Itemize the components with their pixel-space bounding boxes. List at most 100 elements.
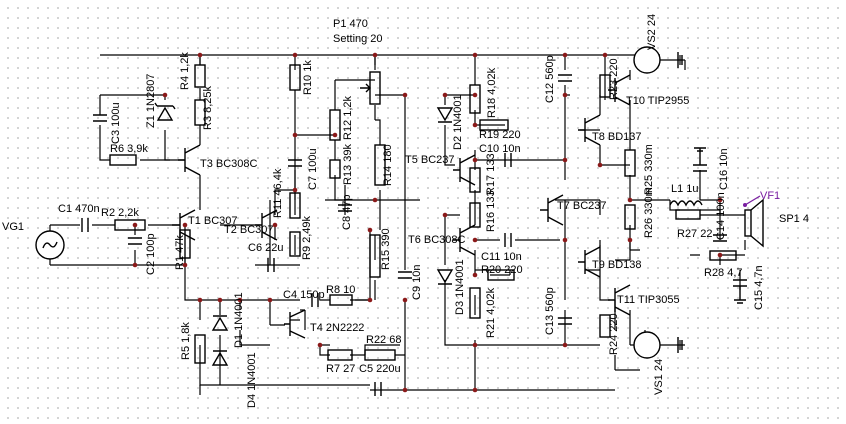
component-labels: VG1 C1 470n R2 2,2k T1 BC307 C2 100p R1 … bbox=[2, 14, 809, 408]
c11-capacitor bbox=[504, 233, 512, 247]
label-r10: R10 1k bbox=[302, 60, 314, 95]
label-t6: T6 BC308C bbox=[408, 234, 466, 246]
t4-transistor bbox=[284, 309, 306, 339]
label-t9: T9 BD138 bbox=[592, 259, 642, 271]
label-c10: C10 10n bbox=[479, 143, 521, 155]
z1-zener bbox=[154, 102, 176, 121]
label-t10: T10 TIP2955 bbox=[626, 95, 689, 107]
label-r5: R5 1,8k bbox=[180, 322, 192, 360]
r11-resistor bbox=[289, 192, 301, 219]
label-c7: C7 100u bbox=[307, 148, 319, 190]
label-r19: R19 220 bbox=[479, 129, 521, 141]
label-r26: R26 330m bbox=[643, 187, 655, 238]
c8-capacitor bbox=[338, 204, 352, 212]
label-t4: T4 2N2222 bbox=[310, 322, 364, 334]
p1-potentiometer bbox=[360, 71, 381, 105]
label-r7: R7 27 bbox=[326, 363, 355, 375]
c12-capacitor bbox=[558, 74, 572, 82]
t8-transistor bbox=[578, 114, 601, 146]
label-r23: R23 220 bbox=[608, 58, 620, 100]
label-r28: R28 4,7 bbox=[704, 267, 743, 279]
r15-resistor bbox=[369, 234, 381, 278]
r3-resistor bbox=[194, 99, 206, 126]
t10-transistor bbox=[608, 74, 631, 106]
label-r17: R17 133 bbox=[485, 153, 497, 195]
t1-transistor bbox=[172, 209, 196, 241]
r5-resistor bbox=[194, 334, 206, 364]
c5-capacitor bbox=[374, 382, 382, 396]
label-vf1: VF1 bbox=[760, 190, 780, 202]
r21-resistor bbox=[469, 287, 481, 319]
c15-capacitor bbox=[733, 279, 747, 304]
t2-transistor bbox=[255, 209, 278, 241]
label-r15: R15 390 bbox=[380, 228, 392, 270]
vs2-source bbox=[633, 46, 683, 74]
label-d2: D2 1N4001 bbox=[452, 94, 464, 150]
d1-diode bbox=[211, 315, 229, 331]
r16-resistor bbox=[469, 202, 481, 228]
label-t1: T1 BC307 bbox=[188, 215, 238, 227]
label-r14: R14 180 bbox=[382, 144, 394, 186]
label-t5: T5 BC237 bbox=[405, 154, 455, 166]
d2-diode bbox=[436, 107, 454, 123]
r28-resistor bbox=[709, 250, 737, 261]
label-r3: R3 8,25k bbox=[202, 85, 214, 130]
c13-capacitor bbox=[558, 317, 572, 325]
label-d4: D4 1N4001 bbox=[246, 352, 258, 408]
c2-capacitor bbox=[128, 237, 142, 245]
label-c14: C14 100n bbox=[715, 192, 727, 240]
label-t3: T3 BC308C bbox=[200, 158, 258, 170]
junction-dots bbox=[132, 52, 723, 393]
label-c13: C13 560p bbox=[544, 287, 556, 335]
c4-capacitor bbox=[311, 293, 319, 307]
label-z1: Z1 1N2807 bbox=[145, 74, 157, 128]
label-vs1: VS1 24 bbox=[653, 359, 665, 395]
label-r24: R24 220 bbox=[608, 313, 620, 355]
vg1-source bbox=[35, 225, 65, 265]
label-c5: C5 220u bbox=[359, 363, 401, 375]
label-vg1: VG1 bbox=[2, 221, 24, 233]
r18-resistor bbox=[469, 84, 481, 114]
r6-resistor bbox=[109, 154, 137, 166]
c14-capacitor bbox=[713, 234, 727, 242]
c7-capacitor bbox=[288, 159, 302, 167]
t6-transistor bbox=[453, 224, 476, 256]
label-r8: R8 10 bbox=[326, 284, 355, 296]
label-r18: R18 4,02k bbox=[486, 67, 498, 118]
r20-resistor bbox=[487, 269, 515, 281]
r4-resistor bbox=[194, 64, 206, 88]
label-r4: R4 1,2k bbox=[179, 52, 191, 90]
c1-capacitor bbox=[81, 218, 89, 232]
label-c6: C6 22u bbox=[248, 242, 283, 254]
label-r6c: R6 3,9k bbox=[110, 143, 148, 155]
r17-resistor bbox=[469, 167, 481, 193]
label-c15: C15 4,7n bbox=[753, 265, 765, 310]
vf1-probe bbox=[743, 195, 761, 207]
label-c16: C16 10n bbox=[718, 148, 730, 190]
label-vs2: VS2 24 bbox=[646, 14, 658, 50]
label-r25: R25 330m bbox=[643, 144, 655, 195]
vs1-source bbox=[633, 331, 683, 359]
r1-resistor bbox=[179, 229, 191, 259]
r12-resistor bbox=[329, 109, 341, 141]
label-r21: R21 4,02k bbox=[485, 287, 497, 338]
label-r2: R2 2,2k bbox=[101, 207, 139, 219]
label-c8: C8 47p bbox=[341, 195, 353, 230]
label-r16: R16 133 bbox=[485, 190, 497, 232]
label-c3: C3 100u bbox=[110, 102, 122, 144]
label-c1: C1 470n bbox=[58, 203, 100, 215]
c16-capacitor bbox=[693, 147, 707, 172]
d4-diode bbox=[211, 350, 229, 366]
label-c11: C11 10n bbox=[481, 251, 522, 263]
r13-resistor bbox=[329, 159, 341, 179]
r14-resistor bbox=[374, 144, 386, 186]
label-r9: R9 2,49k bbox=[301, 215, 313, 260]
label-d1: D1 1N4001 bbox=[233, 292, 245, 348]
t5-transistor bbox=[453, 154, 476, 186]
label-r27: R27 22 bbox=[677, 228, 712, 240]
r8-resistor bbox=[329, 294, 353, 306]
r27-resistor bbox=[675, 209, 701, 220]
r23-resistor bbox=[599, 74, 611, 98]
label-r13: R13 39k bbox=[342, 144, 354, 185]
